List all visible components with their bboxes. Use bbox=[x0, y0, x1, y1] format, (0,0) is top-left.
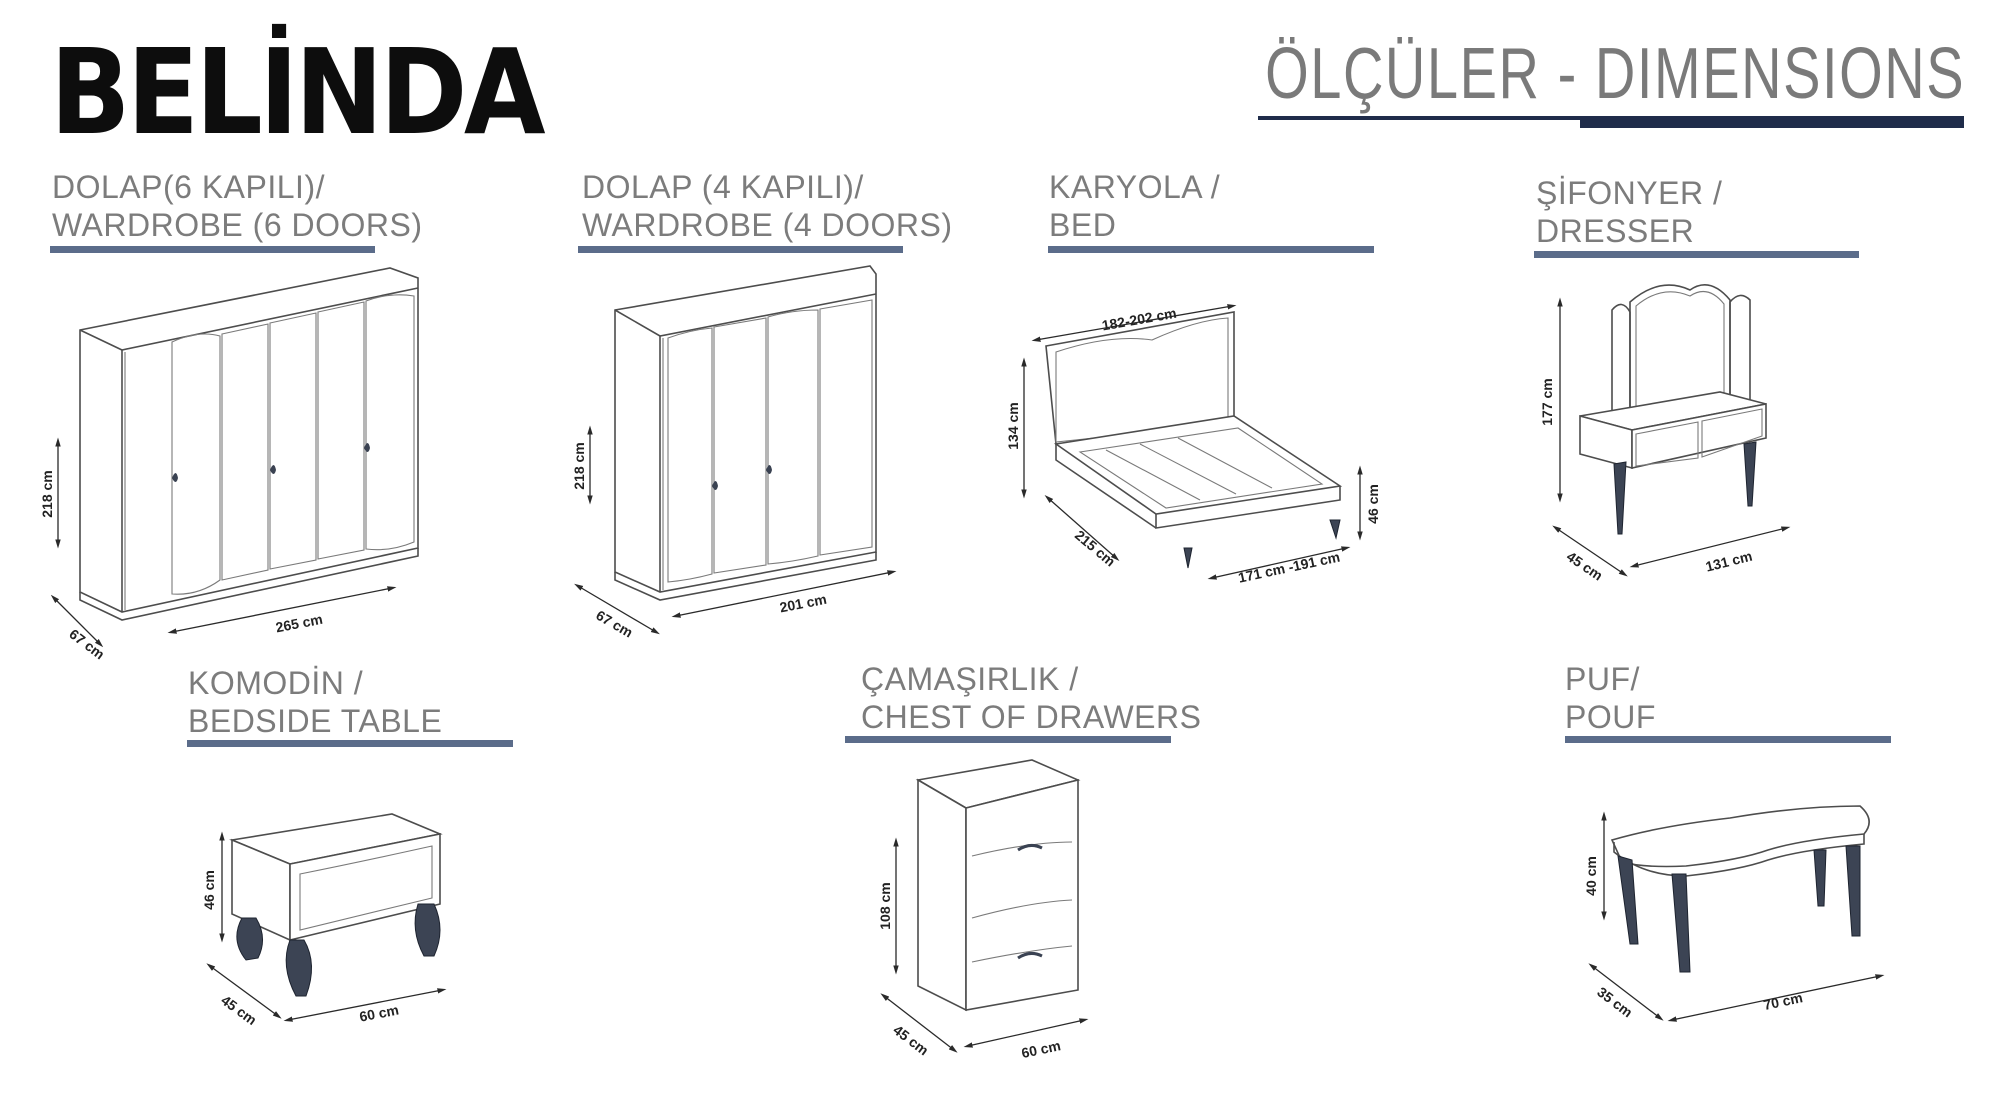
dim-wardrobe-4-height: 218 cm bbox=[571, 442, 587, 489]
label-line-2: CHEST OF DRAWERS bbox=[861, 699, 1202, 735]
chest-of-drawers-drawing bbox=[880, 759, 1089, 1053]
label-line-2: WARDROBE (6 DOORS) bbox=[52, 207, 423, 243]
dimensions-title: ÖLÇÜLER - DIMENSIONS bbox=[1265, 34, 1965, 114]
dim-bedside-width: 60 cm bbox=[358, 1001, 400, 1024]
label-line-1: KOMODİN / bbox=[188, 665, 364, 701]
dim-bed-frame-height: 46 cm bbox=[1365, 484, 1381, 524]
dim-pouf-height: 40 cm bbox=[1583, 856, 1599, 896]
bedside-table-drawing bbox=[206, 813, 447, 1022]
dim-dresser-depth: 45 cm bbox=[1564, 548, 1606, 583]
underline-wardrobe-4 bbox=[578, 246, 903, 253]
label-line-2: BEDSIDE TABLE bbox=[188, 703, 443, 739]
underline-pouf bbox=[1565, 736, 1891, 743]
dim-wardrobe-6-height: 218 cm bbox=[39, 470, 55, 517]
dim-chest-depth: 45 cm bbox=[890, 1022, 931, 1059]
label-line-1: DOLAP(6 KAPILI)/ bbox=[52, 169, 325, 205]
label-line-1: ÇAMAŞIRLIK / bbox=[861, 661, 1079, 697]
label-line-1: KARYOLA / bbox=[1049, 169, 1221, 205]
label-line-2: WARDROBE (4 DOORS) bbox=[582, 207, 953, 243]
label-line-2: BED bbox=[1049, 207, 1117, 243]
dim-wardrobe-6-width: 265 cm bbox=[274, 611, 324, 636]
label-line-2: POUF bbox=[1565, 699, 1656, 735]
dimensions-title-rule bbox=[1258, 116, 1964, 128]
label-line-1: DOLAP (4 KAPILI)/ bbox=[582, 169, 864, 205]
label-wardrobe-6: DOLAP(6 KAPILI)/ WARDROBE (6 DOORS) bbox=[52, 168, 423, 244]
dim-chest-width: 60 cm bbox=[1020, 1037, 1062, 1061]
label-wardrobe-4: DOLAP (4 KAPILI)/ WARDROBE (4 DOORS) bbox=[582, 168, 953, 244]
underline-chest-of-drawers bbox=[845, 736, 1171, 743]
label-chest-of-drawers: ÇAMAŞIRLIK / CHEST OF DRAWERS bbox=[861, 660, 1201, 736]
label-line-2: DRESSER bbox=[1536, 213, 1695, 249]
label-pouf: PUF/ POUF bbox=[1565, 660, 1656, 736]
wardrobe-4-drawing bbox=[574, 265, 897, 635]
wardrobe-6-drawing bbox=[50, 267, 419, 648]
pouf-drawing bbox=[1588, 805, 1885, 1022]
rule-thick bbox=[1580, 116, 1964, 128]
label-bed: KARYOLA / BED bbox=[1049, 168, 1220, 244]
dim-wardrobe-4-width: 201 cm bbox=[778, 591, 828, 616]
dim-bed-headboard-height: 134 cm bbox=[1005, 402, 1021, 449]
label-line-1: ŞİFONYER / bbox=[1536, 175, 1723, 211]
dim-pouf-depth: 35 cm bbox=[1594, 984, 1635, 1021]
label-line-1: PUF/ bbox=[1565, 661, 1640, 697]
underline-wardrobe-6 bbox=[50, 246, 375, 253]
dim-bed-inner-width: 171 cm -191 cm bbox=[1237, 549, 1342, 586]
underline-bed bbox=[1048, 246, 1374, 253]
dim-wardrobe-4-depth: 67 cm bbox=[593, 607, 635, 641]
dim-bed-length: 215 cm bbox=[1072, 527, 1119, 570]
dresser-drawing bbox=[1552, 284, 1791, 577]
dim-pouf-width: 70 cm bbox=[1762, 989, 1804, 1013]
brand-title: BELİNDA bbox=[50, 23, 546, 161]
underline-bedside-table bbox=[187, 740, 513, 747]
label-dresser: ŞİFONYER / DRESSER bbox=[1536, 174, 1722, 250]
bed-drawing bbox=[1021, 304, 1363, 580]
dim-chest-height: 108 cm bbox=[877, 882, 893, 929]
dim-bedside-height: 46 cm bbox=[201, 870, 217, 910]
underline-dresser bbox=[1534, 251, 1859, 258]
dim-dresser-height: 177 cm bbox=[1539, 378, 1555, 425]
label-bedside-table: KOMODİN / BEDSIDE TABLE bbox=[188, 664, 442, 740]
dim-dresser-width: 131 cm bbox=[1704, 548, 1754, 575]
